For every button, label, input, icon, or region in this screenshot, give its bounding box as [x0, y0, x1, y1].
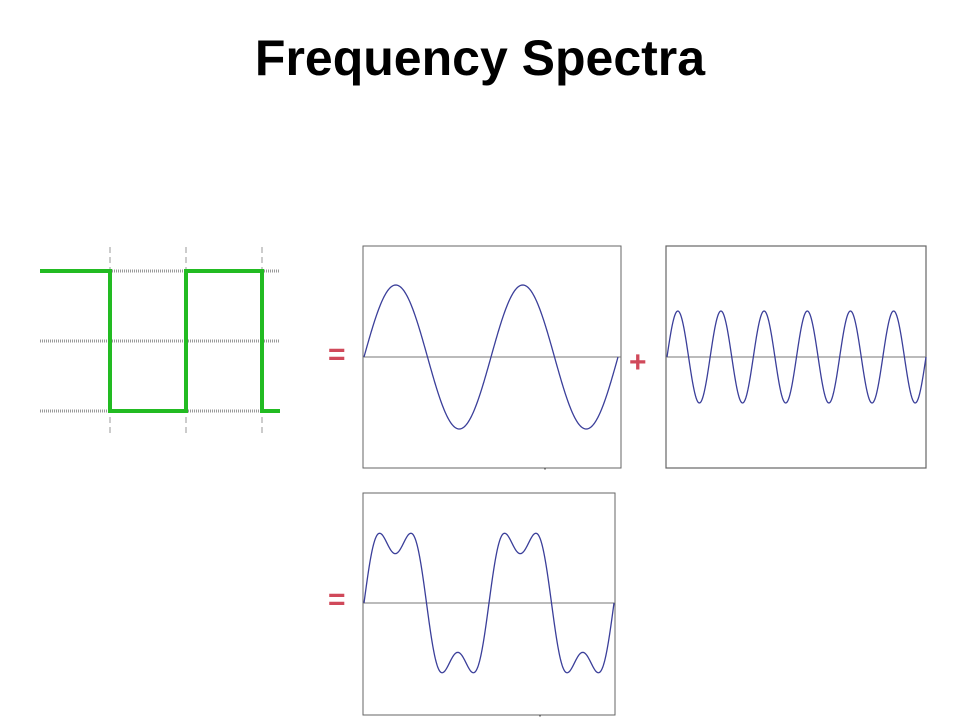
square-wave-diagram: [40, 247, 280, 433]
fundamental-sine-plot: [362, 245, 622, 470]
square-wave-guides: [40, 247, 280, 433]
third-harmonic-sine-plot: [665, 245, 927, 469]
equals-sign-top: =: [328, 338, 346, 371]
sum-plot-frame: [362, 492, 616, 716]
harmonic-sine-curve: [666, 310, 927, 404]
page-title: Frequency Spectra: [254, 30, 706, 86]
equals-sign-bottom: =: [328, 583, 346, 616]
sum-waveform-curve: [363, 532, 615, 674]
square-wave-line: [40, 269, 280, 413]
fundamental-sine-curve: [363, 284, 619, 430]
sum-waveform-plot: [362, 492, 616, 717]
plus-sign: +: [629, 346, 647, 379]
